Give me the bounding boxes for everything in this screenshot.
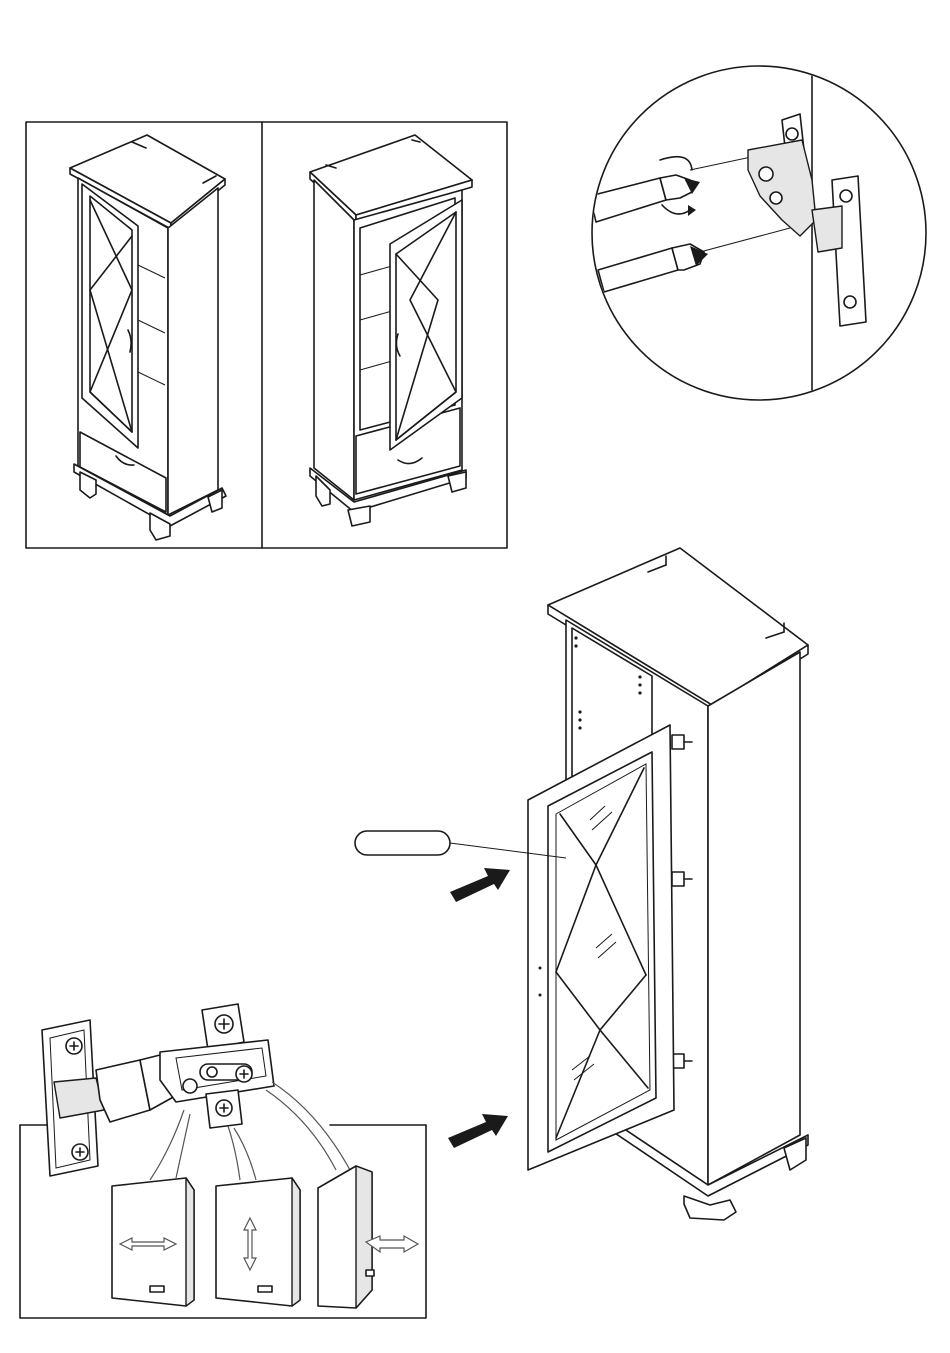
cabinet-variant-right [310, 135, 472, 526]
adjust-depth [318, 1166, 418, 1308]
main-cabinet [355, 548, 808, 1220]
glass-door [528, 725, 674, 1170]
depth-arrow-icon [366, 1236, 418, 1252]
hinge-screw-detail-circle [590, 66, 926, 400]
adjust-vertical [216, 1178, 300, 1306]
adjust-horizontal [112, 1178, 194, 1306]
arrow-right-icon [448, 1114, 508, 1148]
cabinet-variant-left [70, 135, 226, 540]
hinge-adjustment-panel [20, 1004, 426, 1318]
arrow-right-icon [450, 868, 510, 902]
hinge-assembly [42, 1004, 274, 1176]
